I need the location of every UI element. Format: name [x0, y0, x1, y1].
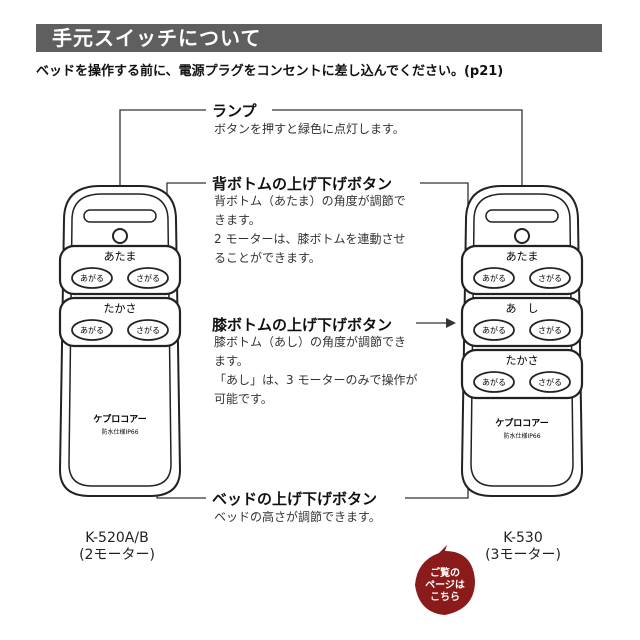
bed-button-heading: ベッドの上げ下げボタン: [212, 490, 378, 508]
up-button[interactable]: あがる: [473, 267, 515, 289]
spec-label: 防水仕様IP66: [101, 428, 138, 436]
lamp-indicator: [514, 228, 530, 244]
reference-badge-icon[interactable]: [405, 545, 485, 625]
group-label: たかさ: [506, 354, 539, 367]
spec-label: 防水仕様IP66: [503, 432, 540, 440]
brand-logo: ケプロコアー: [495, 417, 548, 429]
svg-text:さがる: さがる: [538, 325, 562, 335]
instruction-text: ベッドを操作する前に、電源プラグをコンセントに差し込んでください。(p21): [36, 64, 504, 79]
up-button[interactable]: あがる: [473, 371, 515, 393]
up-button[interactable]: あがる: [473, 319, 515, 341]
svg-text:さがる: さがる: [538, 377, 562, 387]
group-label: あたま: [506, 250, 539, 263]
section-title: 手元スイッチについて: [36, 24, 602, 52]
model-label-right: K-530 (3モーター): [485, 530, 561, 563]
down-button[interactable]: さがる: [529, 371, 571, 393]
down-button[interactable]: さがる: [127, 267, 169, 289]
svg-text:さがる: さがる: [136, 325, 160, 335]
knee-button-heading: 膝ボトムの上げ下げボタン: [212, 316, 393, 334]
down-button[interactable]: さがる: [127, 319, 169, 341]
svg-text:あがる: あがる: [482, 377, 506, 387]
group-label: あたま: [104, 250, 137, 263]
svg-text:あがる: あがる: [80, 325, 104, 335]
remote-k520: あたま あがる さがる たかさ あがる さがる ケプロコアー 防水仕様IP66: [58, 185, 182, 497]
lamp-indicator: [112, 228, 128, 244]
brand-logo: ケプロコアー: [93, 413, 146, 425]
lamp-heading: ランプ: [212, 102, 257, 120]
reference-badge-text[interactable]: ご覧の ページは こちら: [425, 568, 465, 603]
up-button[interactable]: あがる: [71, 319, 113, 341]
svg-text:あがる: あがる: [80, 273, 104, 283]
group-label: あ し: [506, 302, 539, 315]
lamp-description: ボタンを押すと緑色に点灯します。: [214, 122, 405, 136]
back-button-heading: 背ボトムの上げ下げボタン: [212, 175, 393, 193]
svg-text:さがる: さがる: [538, 273, 562, 283]
back-button-description: 背ボトム（あたま）の角度が調節で きます。 2 モーターは、膝ボトムを連動させ …: [214, 194, 406, 265]
model-label-left: K-520A/B (2モーター): [79, 530, 155, 563]
bed-button-description: ベッドの高さが調節できます。: [214, 510, 381, 524]
group-label: たかさ: [104, 302, 137, 315]
svg-text:さがる: さがる: [136, 273, 160, 283]
down-button[interactable]: さがる: [529, 267, 571, 289]
down-button[interactable]: さがる: [529, 319, 571, 341]
up-button[interactable]: あがる: [71, 267, 113, 289]
remote-k530: あたま あがる さがる あ し あがる さがる たかさ あがる さがる ケプロコ…: [460, 185, 584, 497]
svg-text:あがる: あがる: [482, 273, 506, 283]
knee-button-description: 膝ボトム（あし）の角度が調節でき ます。 「あし」は、3 モーターのみで操作が …: [214, 335, 418, 406]
svg-text:あがる: あがる: [482, 325, 506, 335]
